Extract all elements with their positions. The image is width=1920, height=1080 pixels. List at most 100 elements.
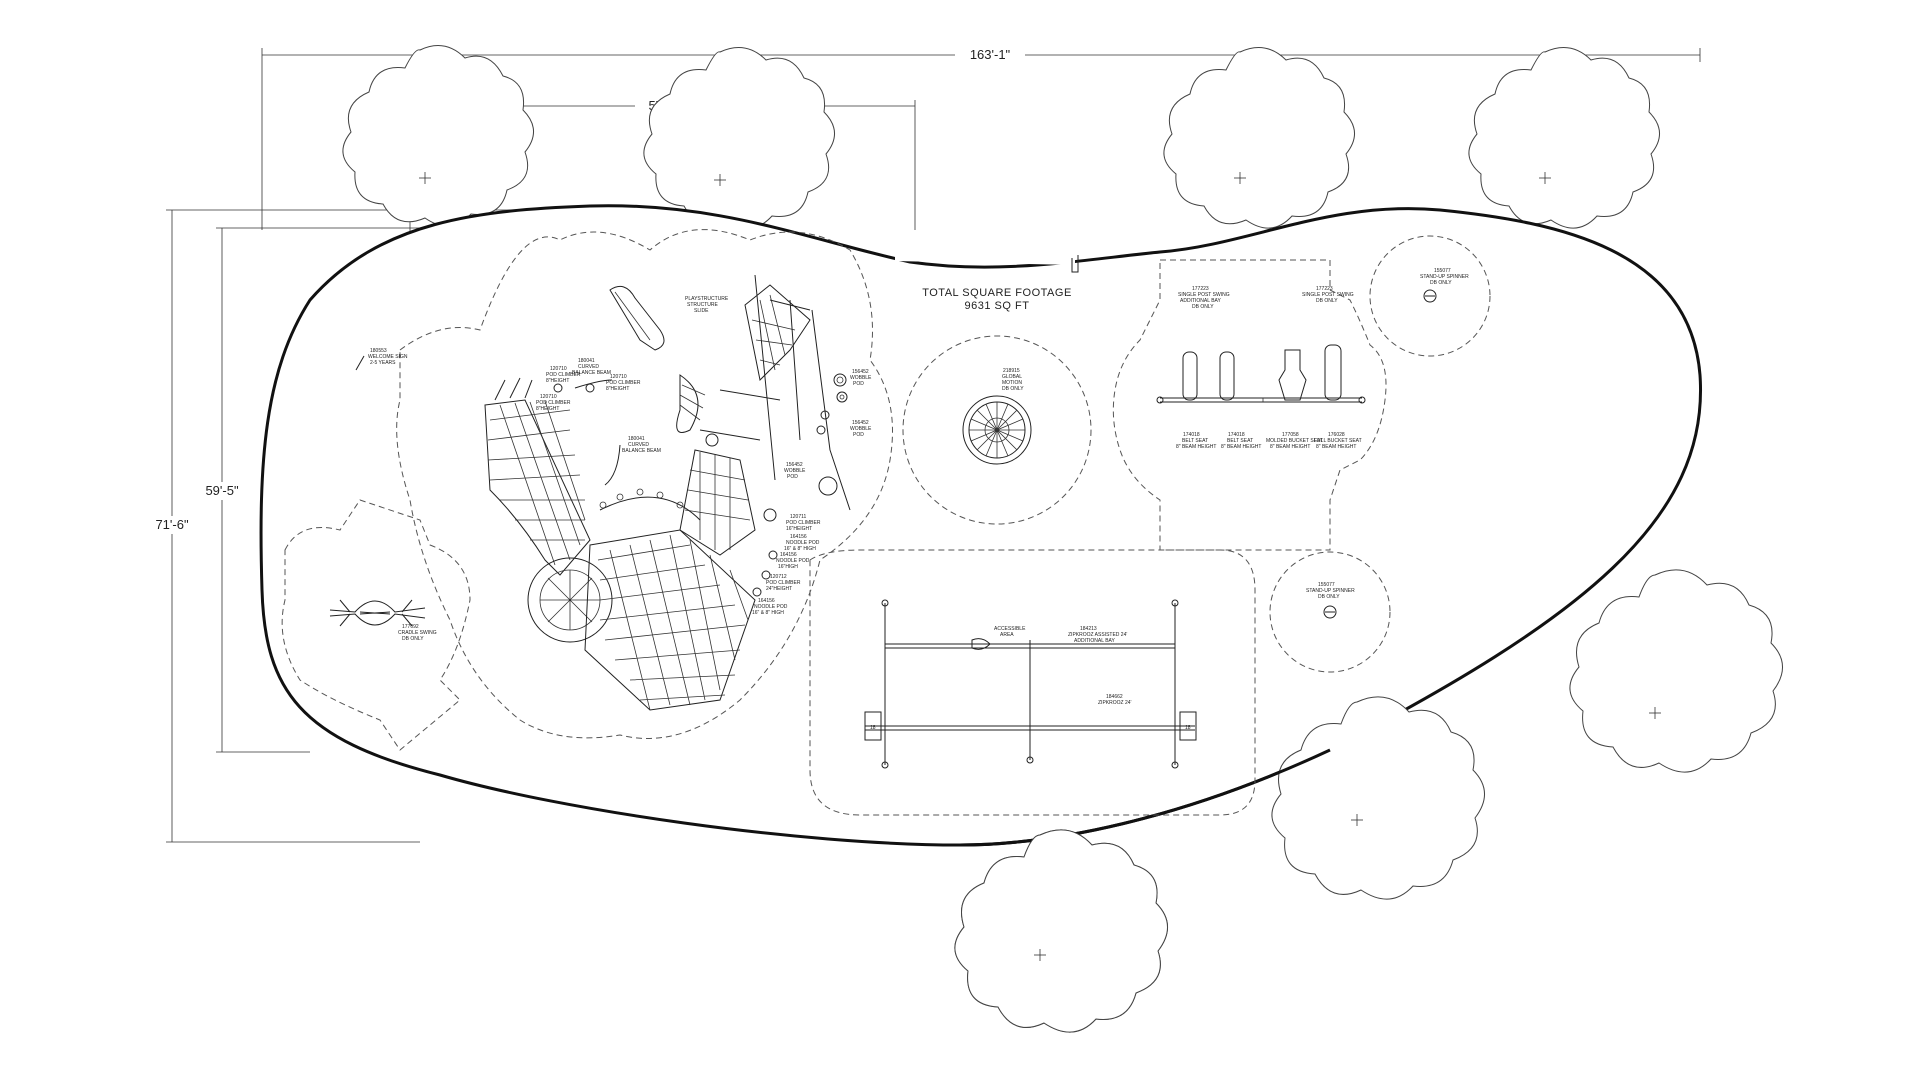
svg-text:120711: 120711 (790, 514, 807, 520)
svg-text:DB ONLY: DB ONLY (1002, 386, 1024, 392)
svg-text:8" BEAM HEIGHT: 8" BEAM HEIGHT (1176, 444, 1216, 450)
svg-text:156452: 156452 (852, 369, 869, 375)
tree-icon (1468, 47, 1660, 229)
svg-text:ACCESSIBLE: ACCESSIBLE (994, 626, 1026, 632)
svg-text:8" BEAM HEIGHT: 8" BEAM HEIGHT (1221, 444, 1261, 450)
svg-text:18: 18 (1185, 725, 1191, 731)
svg-text:BALANCE BEAM: BALANCE BEAM (572, 370, 611, 376)
svg-text:ZIPKROOZ 24': ZIPKROOZ 24' (1098, 700, 1132, 706)
svg-text:BALANCE BEAM: BALANCE BEAM (622, 448, 661, 454)
area-title: TOTAL SQUARE FOOTAGE (922, 287, 1072, 299)
stand-up-spinner-1: 155077 STAND-UP SPINNER DB ONLY (1420, 268, 1469, 303)
svg-text:FULL BUCKET SEAT: FULL BUCKET SEAT (1314, 438, 1362, 444)
svg-text:DB ONLY: DB ONLY (1192, 304, 1214, 310)
svg-text:177223: 177223 (1192, 286, 1209, 292)
svg-text:16"HIGH: 16"HIGH (778, 564, 798, 570)
svg-text:184213: 184213 (1080, 626, 1097, 632)
svg-text:DB ONLY: DB ONLY (1316, 298, 1338, 304)
area-value: 9631 SQ FT (965, 300, 1030, 312)
svg-text:164156: 164156 (790, 534, 807, 540)
tree-icon (954, 829, 1168, 1033)
svg-text:180553: 180553 (370, 348, 387, 354)
svg-text:177092: 177092 (402, 624, 419, 630)
svg-text:156452: 156452 (852, 420, 869, 426)
svg-text:2-5 YEARS: 2-5 YEARS (370, 360, 396, 366)
svg-text:DB ONLY: DB ONLY (1430, 280, 1452, 286)
zipkrooz: 18 18 ACCESSIBLE AREA 184213 ZIPKROOZ AS… (864, 599, 1197, 769)
svg-text:SINGLE POST SWING: SINGLE POST SWING (1302, 292, 1354, 298)
svg-text:POD CLIMBER: POD CLIMBER (546, 372, 581, 378)
svg-text:MOTION: MOTION (1002, 380, 1022, 386)
svg-text:AREA: AREA (1000, 632, 1014, 638)
svg-text:SINGLE POST SWING: SINGLE POST SWING (1178, 292, 1230, 298)
svg-text:NOODLE POD: NOODLE POD (754, 604, 788, 610)
svg-text:120710: 120710 (550, 366, 567, 372)
svg-text:WOBBLE: WOBBLE (784, 468, 806, 474)
overall-height-dimension: 71'-6" (155, 517, 189, 532)
svg-text:184662: 184662 (1106, 694, 1123, 700)
svg-text:8" BEAM HEIGHT: 8" BEAM HEIGHT (1270, 444, 1310, 450)
svg-text:WOBBLE: WOBBLE (850, 375, 872, 381)
svg-text:177223: 177223 (1316, 286, 1333, 292)
svg-text:16" & 8" HIGH: 16" & 8" HIGH (752, 610, 784, 616)
svg-text:16"HEIGHT: 16"HEIGHT (786, 526, 812, 532)
svg-text:177058: 177058 (1282, 432, 1299, 438)
svg-text:POD: POD (853, 432, 864, 438)
safety-zones (281, 229, 1491, 816)
svg-text:164156: 164156 (758, 598, 775, 604)
svg-text:STRUCTURE: STRUCTURE (687, 302, 718, 308)
svg-text:16" & 8" HIGH: 16" & 8" HIGH (784, 546, 816, 552)
tree-icon (1163, 47, 1355, 229)
welcome-sign: 180553 WELCOME SIGN 2-5 YEARS (355, 348, 408, 371)
inner-height-dimension: 59'-5" (205, 483, 239, 498)
svg-text:POD: POD (787, 474, 798, 480)
svg-text:DB ONLY: DB ONLY (1318, 594, 1340, 600)
svg-text:POD CLIMBER: POD CLIMBER (766, 580, 801, 586)
svg-text:155077: 155077 (1318, 582, 1335, 588)
svg-text:24"HEIGHT: 24"HEIGHT (766, 586, 792, 592)
svg-text:164156: 164156 (780, 552, 797, 558)
tree-icon (643, 47, 835, 229)
svg-text:120710: 120710 (610, 374, 627, 380)
svg-text:ADDITIONAL BAY: ADDITIONAL BAY (1074, 638, 1116, 644)
swing-set: 177223 SINGLE POST SWING ADDITIONAL BAY … (1156, 286, 1366, 450)
svg-text:8" BEAM HEIGHT: 8" BEAM HEIGHT (1316, 444, 1356, 450)
svg-text:120712: 120712 (770, 574, 787, 580)
svg-text:WOBBLE: WOBBLE (850, 426, 872, 432)
svg-text:8"HEIGHT: 8"HEIGHT (536, 406, 559, 412)
play-structure (484, 274, 851, 711)
svg-text:ADDITIONAL BAY: ADDITIONAL BAY (1180, 298, 1222, 304)
svg-text:174018: 174018 (1183, 432, 1200, 438)
svg-text:CRADLE SWING: CRADLE SWING (398, 630, 437, 636)
overall-width-dimension: 163'-1" (970, 47, 1011, 62)
svg-text:120710: 120710 (540, 394, 557, 400)
global-motion-spinner: 218915 GLOBAL MOTION DB ONLY (962, 368, 1032, 465)
stand-up-spinner-2: 155077 STAND-UP SPINNER DB ONLY (1306, 582, 1355, 619)
svg-text:ZIPKROOZ ASSISTED 24': ZIPKROOZ ASSISTED 24' (1068, 632, 1127, 638)
tree-icon (1271, 696, 1485, 900)
svg-text:BELT SEAT: BELT SEAT (1182, 438, 1208, 444)
svg-text:NOODLE POD: NOODLE POD (776, 558, 810, 564)
svg-text:CURVED: CURVED (578, 364, 599, 370)
svg-text:174018: 174018 (1228, 432, 1245, 438)
svg-text:156452: 156452 (786, 462, 803, 468)
svg-text:STAND-UP SPINNER: STAND-UP SPINNER (1306, 588, 1355, 594)
svg-text:18: 18 (870, 725, 876, 731)
svg-text:8"HEIGHT: 8"HEIGHT (546, 378, 569, 384)
svg-text:PLAYSTRUCTURE: PLAYSTRUCTURE (685, 296, 729, 302)
svg-text:DB ONLY: DB ONLY (402, 636, 424, 642)
svg-text:180041: 180041 (578, 358, 595, 364)
svg-text:176028: 176028 (1328, 432, 1345, 438)
svg-text:CURVED: CURVED (628, 442, 649, 448)
svg-text:GLOBAL: GLOBAL (1002, 374, 1022, 380)
svg-text:8"HEIGHT: 8"HEIGHT (606, 386, 629, 392)
svg-text:POD CLIMBER: POD CLIMBER (606, 380, 641, 386)
svg-text:POD: POD (853, 381, 864, 387)
svg-text:MOLDED BUCKET SEAT: MOLDED BUCKET SEAT (1266, 438, 1323, 444)
tree-canopies-top (342, 45, 1660, 229)
svg-text:POD CLIMBER: POD CLIMBER (536, 400, 571, 406)
svg-text:155077: 155077 (1434, 268, 1451, 274)
svg-text:SLIDE: SLIDE (694, 308, 709, 314)
tree-icon (1569, 569, 1783, 773)
